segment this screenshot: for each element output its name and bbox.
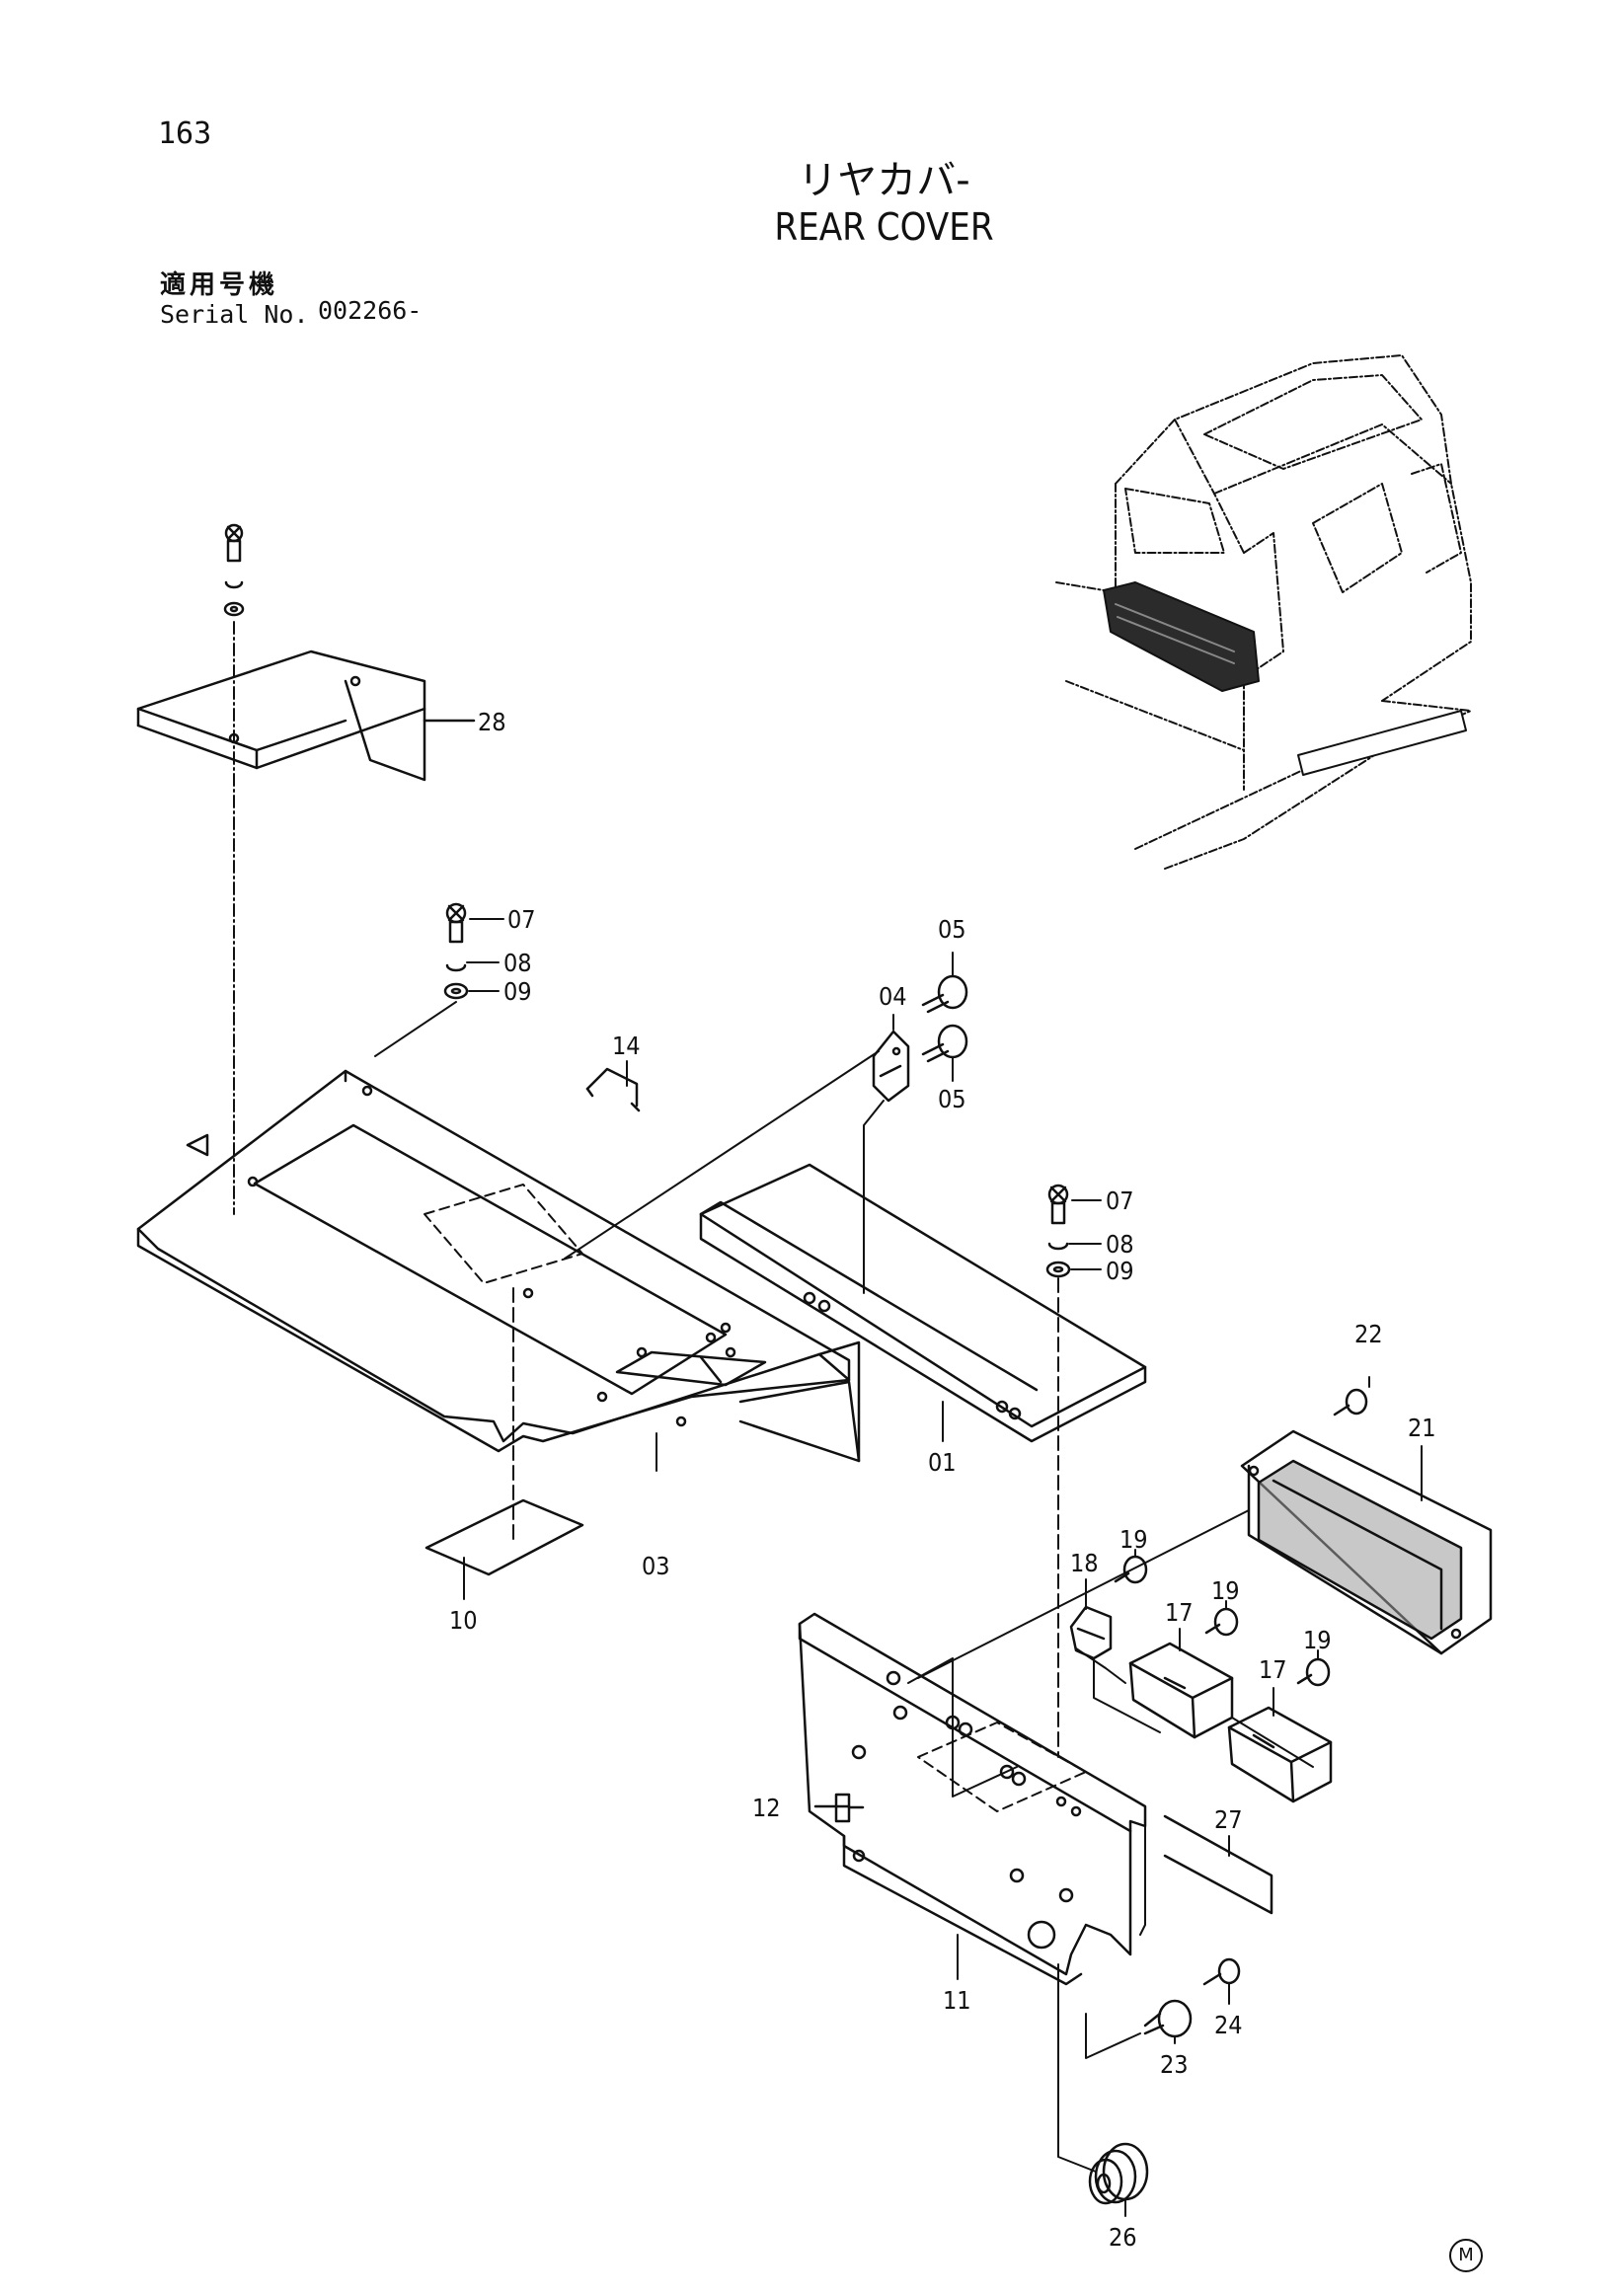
title-japanese: リヤカバ- [798,158,970,203]
callout-05a: 05 [938,915,966,944]
callout-08a: 08 [503,949,532,977]
callout-09b: 09 [1106,1257,1134,1285]
callout-03: 03 [642,1552,670,1580]
callout-07b: 07 [1106,1186,1134,1215]
part-22-screw [1333,1388,1368,1416]
callout-24: 24 [1214,2011,1243,2039]
part-05-bolts [921,974,968,1063]
callout-05b: 05 [938,1085,966,1113]
callout-01: 01 [928,1448,957,1477]
callout-21: 21 [1408,1414,1436,1442]
callout-26: 26 [1109,2223,1137,2252]
callout-17a: 17 [1165,1598,1194,1627]
callout-19a: 19 [1119,1525,1148,1554]
title-english: REAR COVER [774,205,994,249]
callout-09a: 09 [503,977,532,1006]
fastener-stack-b [1045,1184,1071,1278]
callout-28: 28 [478,708,506,736]
part-11-bracket [798,1612,1147,1986]
callout-27: 27 [1214,1805,1243,1834]
part-17-relay-a [1128,1642,1234,1739]
serial-label-english: Serial No. [160,300,309,329]
part-24-bolt [1202,1957,1241,1986]
callout-10: 10 [449,1606,478,1635]
callout-12: 12 [752,1794,781,1822]
part-01-rail-plate [699,1163,1147,1443]
serial-value: 002266- [318,296,423,325]
part-03-floor-plate [136,1069,861,1463]
callout-11: 11 [943,1986,971,2015]
part-23-clamp [1143,1999,1193,2038]
callout-04: 04 [879,982,907,1011]
callout-23: 23 [1160,2050,1189,2079]
part-12-bolt [813,1793,865,1823]
part-14-handle [585,1067,641,1112]
fastener-stack-a [443,902,469,1000]
page-number: 163 [158,116,212,151]
assembly-lines [374,1001,1314,2173]
callout-19b: 19 [1211,1576,1240,1605]
m-mark-icon: M [1449,2239,1483,2272]
callout-labels: 28 07 08 09 14 04 05 05 07 08 09 01 03 1… [449,708,1436,2252]
callout-22: 22 [1354,1320,1383,1348]
serial-label-japanese: 適用号機 [160,270,279,300]
part-10-sheet [424,1498,584,1576]
part-17-relay-b [1227,1706,1333,1803]
callout-14: 14 [612,1032,641,1060]
callout-leaders [463,918,1423,2217]
callout-17b: 17 [1259,1655,1287,1684]
callout-07a: 07 [507,905,536,934]
callout-19c: 19 [1303,1626,1332,1654]
part-04-latch [872,1030,910,1103]
part-21-housing [1240,1429,1493,1655]
part-27-strip [1163,1814,1273,1915]
part-28-bracket [136,650,476,782]
part-18-connector [1069,1605,1113,1660]
rear-cover-highlight [1103,581,1467,776]
part-26-grommet [1088,2142,1149,2205]
callout-08b: 08 [1106,1230,1134,1259]
top-screw-stack [223,523,245,617]
callout-18: 18 [1070,1549,1099,1577]
